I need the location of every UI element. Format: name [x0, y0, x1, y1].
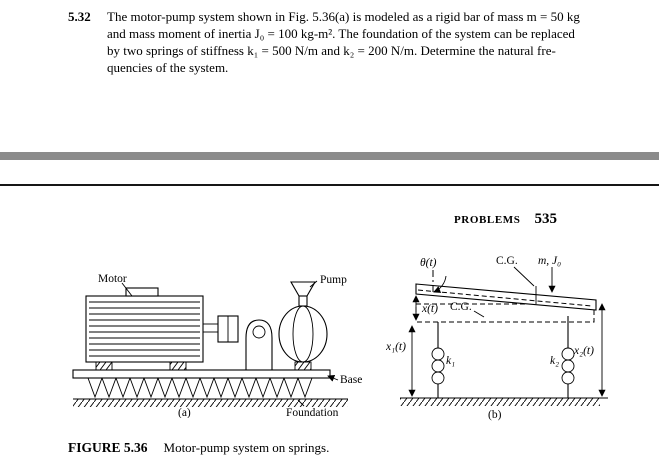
- motor-label: Motor: [98, 273, 127, 285]
- foundation-springs: [87, 376, 313, 399]
- x1-label: x₁(t): [386, 341, 406, 353]
- problem-line: and mass moment of inertia J₀ = 100 kg-m…: [107, 26, 575, 41]
- figure-caption: FIGURE 5.36 Motor-pump system on springs.: [68, 440, 329, 456]
- pump-label: Pump: [320, 274, 347, 286]
- k2-label: k₂: [550, 355, 559, 367]
- figure-caption-label: FIGURE 5.36: [68, 440, 148, 455]
- ground: [400, 397, 608, 406]
- spring-k1: [431, 322, 445, 398]
- page-number: 535: [534, 211, 558, 227]
- problem-text: The motor-pump system shown in Fig. 5.36…: [107, 8, 580, 76]
- running-head: PROBLEMS 535: [454, 211, 557, 228]
- bearing-pedestal: [245, 319, 273, 370]
- motor-body: [85, 287, 204, 371]
- cg-top-label: C.G.: [496, 255, 518, 267]
- foundation-ground: [73, 398, 348, 407]
- equilibrium-bar-dashed: [415, 303, 595, 323]
- problem-number: 5.32: [68, 9, 91, 24]
- cg-mid-label: C.G.: [450, 301, 472, 313]
- diagram-a-labels: Motor Pump Base Foundation (a): [98, 273, 362, 418]
- k1-label: k₁: [446, 355, 455, 367]
- section-divider-bar: [0, 152, 659, 160]
- tilted-rigid-bar: [415, 270, 597, 311]
- measurement-arrows: [408, 266, 606, 397]
- x2-label: x₂(t): [573, 345, 594, 357]
- problem-line: quencies of the system.: [107, 60, 229, 75]
- spring-k2: [561, 316, 575, 398]
- shaft-coupling: [203, 315, 239, 343]
- pump-body: [278, 281, 328, 371]
- page-rule: [0, 184, 659, 186]
- diagram-b-labels: θ(t) C.G. m, J₀ C.G. x(t) x₁(t) k₁ k₂ x₂…: [386, 255, 594, 421]
- problem-line: by two springs of stiffness k₁ = 500 N/m…: [107, 43, 556, 58]
- foundation-label: Foundation: [286, 407, 339, 418]
- diagram-b-sublabel: (b): [488, 409, 502, 421]
- base-label: Base: [340, 374, 362, 386]
- figure-caption-text: Motor-pump system on springs.: [163, 440, 330, 455]
- problem-line: The motor-pump system shown in Fig. 5.36…: [107, 9, 580, 24]
- problems-header-label: PROBLEMS: [453, 214, 521, 226]
- base-bar: [72, 369, 331, 379]
- diagram-b-rigid-bar-model: θ(t) C.G. m, J₀ C.G. x(t) x₁(t) k₁ k₂ x₂…: [386, 255, 608, 421]
- mass-inertia-label: m, J₀: [538, 255, 561, 267]
- diagram-a-motor-pump: Motor Pump Base Foundation (a): [72, 273, 362, 418]
- x-label: x(t): [421, 303, 438, 315]
- problem-statement: 5.32 The motor-pump system shown in Fig.…: [68, 8, 598, 76]
- theta-label: θ(t): [420, 257, 437, 269]
- diagram-a-sublabel: (a): [178, 407, 191, 418]
